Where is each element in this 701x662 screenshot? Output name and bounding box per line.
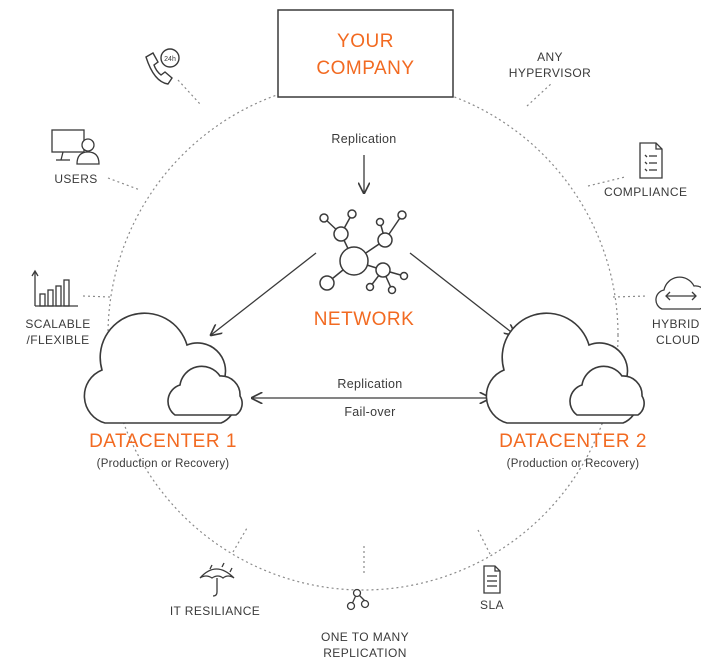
any-hypervisor-line2: HYPERVISOR: [508, 66, 592, 80]
datacenter-2-title: DATACENTER 2: [499, 431, 647, 452]
datacenter-1-title: DATACENTER 1: [89, 431, 237, 452]
document-list-icon: [639, 142, 663, 179]
share-nodes-icon: [346, 588, 370, 611]
arrows: [211, 155, 515, 398]
one-to-many-line2: REPLICATION: [323, 646, 407, 660]
company-title-line1: YOUR: [337, 31, 394, 52]
user-computer-icon: [51, 129, 100, 165]
hybrid-cloud-icon: [655, 276, 701, 310]
users-label: USERS: [54, 172, 98, 186]
replication-label-mid: Replication: [337, 377, 403, 391]
scalable-line1: SCALABLE: [25, 317, 91, 331]
arrow-network-dc2: [409, 252, 515, 335]
arrow-network-dc1: [211, 252, 317, 335]
network-nodes-icon: [319, 209, 409, 295]
cloud-icon: [485, 312, 645, 424]
bar-chart-icon: [31, 269, 78, 307]
company-title-line2: COMPANY: [316, 58, 415, 79]
datacenter-2-role: (Production or Recovery): [506, 458, 640, 470]
replication-label-top: Replication: [331, 132, 397, 146]
phone-24h-icon: 24h: [145, 48, 180, 85]
hybrid-cloud-line1: HYBRID: [652, 317, 700, 331]
sla-label: SLA: [480, 598, 504, 612]
it-resiliance-label: IT RESILIANCE: [169, 604, 261, 618]
compliance-label: COMPLIANCE: [604, 185, 688, 199]
feature-connectors: [82, 79, 649, 574]
datacenter-1-role: (Production or Recovery): [96, 458, 230, 470]
one-to-many-line1: ONE TO MANY: [321, 630, 409, 644]
failover-label: Fail-over: [344, 405, 396, 419]
phone-badge-text: 24h: [164, 56, 176, 63]
umbrella-icon: [199, 562, 235, 597]
scalable-line2: /FLEXIBLE: [26, 333, 90, 347]
any-hypervisor-line1: ANY: [537, 50, 563, 64]
hybrid-cloud-line2: CLOUD: [656, 333, 701, 347]
company-box: [277, 9, 454, 98]
cloud-icon: [83, 312, 243, 424]
document-icon: [483, 565, 501, 594]
network-label: NETWORK: [313, 309, 415, 330]
